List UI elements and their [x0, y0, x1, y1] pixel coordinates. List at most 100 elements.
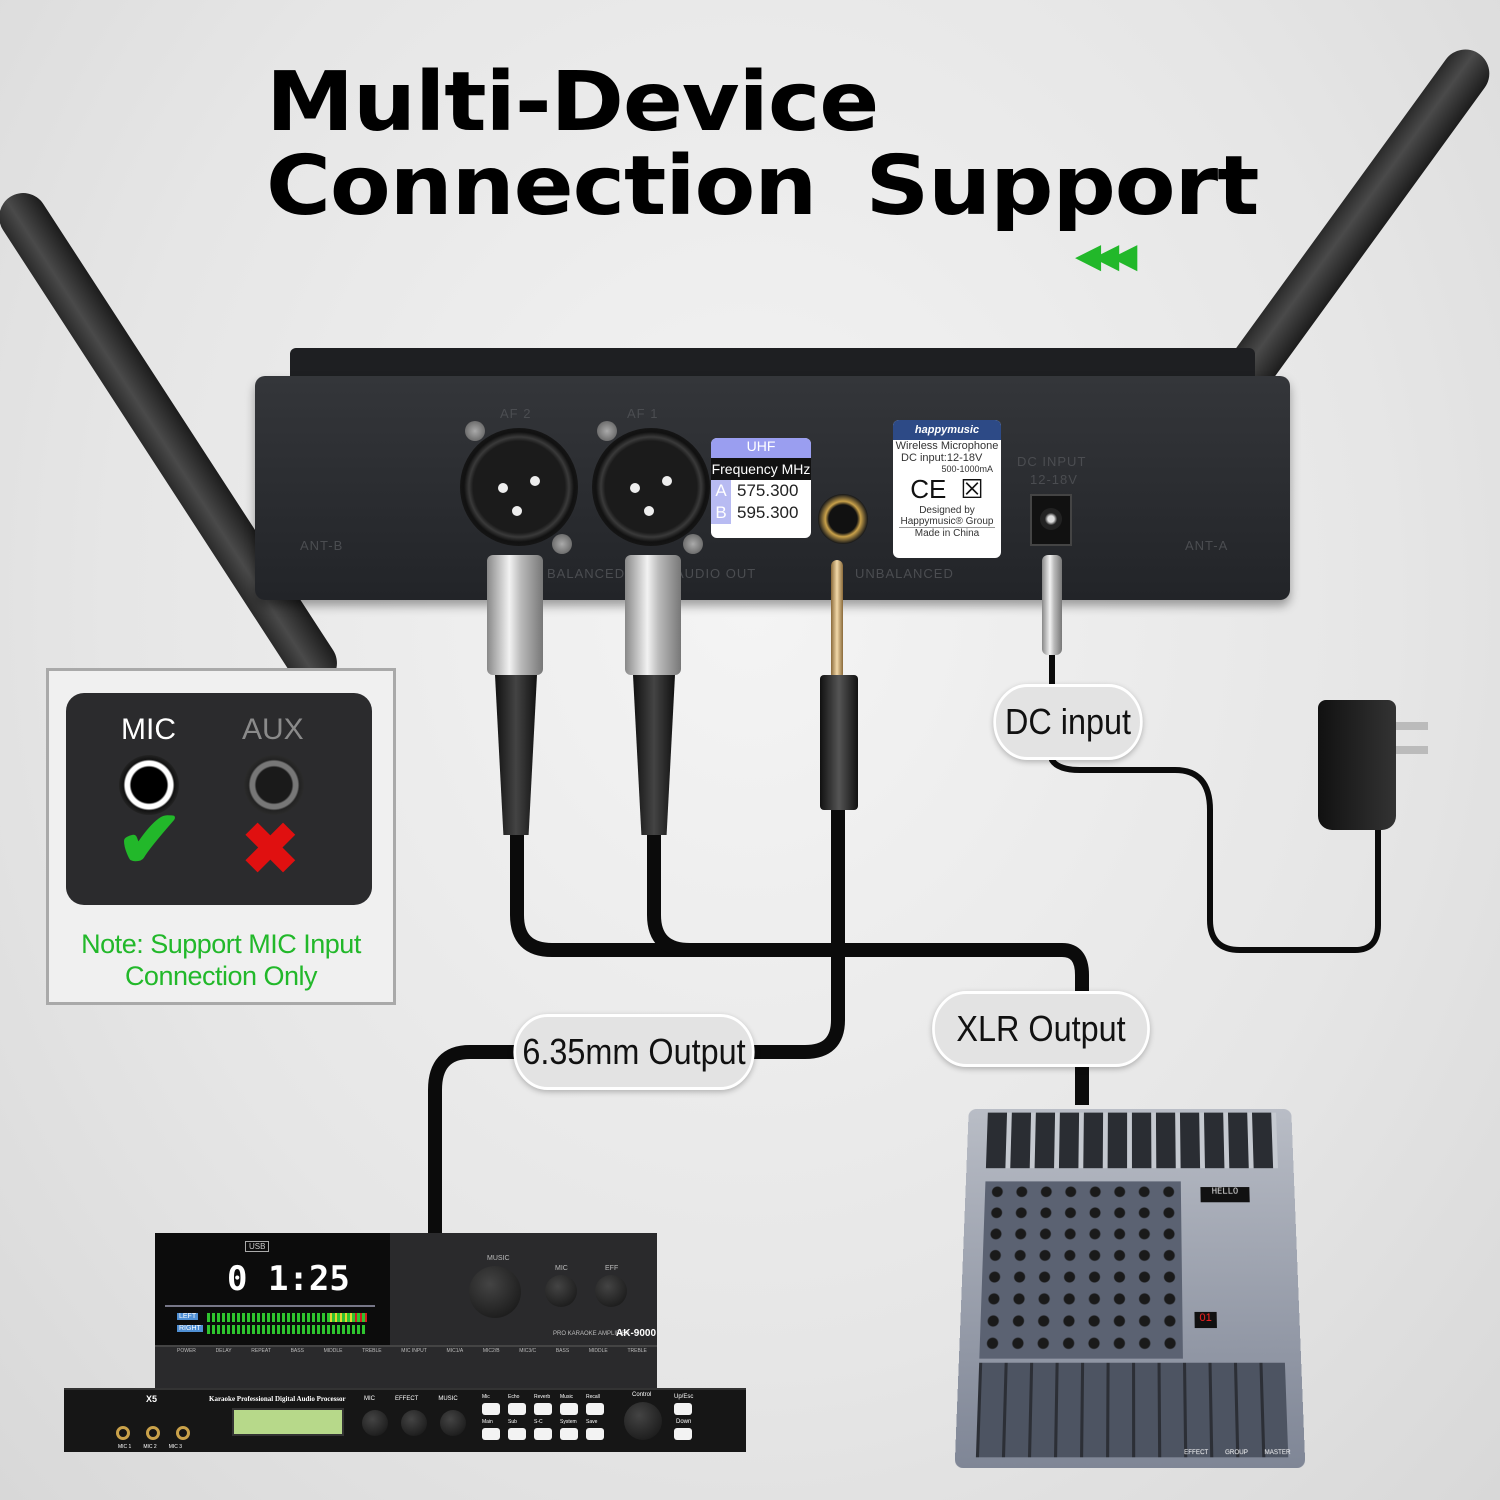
label-635mm-output: 6.35mm Output	[513, 1014, 754, 1090]
knob-label: MIC INPUT	[401, 1348, 427, 1354]
proc-music-knob[interactable]	[440, 1410, 466, 1436]
proc-knob-label: MIC	[364, 1396, 375, 1402]
eff-knob[interactable]	[595, 1275, 627, 1307]
processor-button[interactable]	[586, 1403, 604, 1415]
btn-label: S-C	[534, 1419, 552, 1425]
mic-input-jack[interactable]	[146, 1426, 160, 1440]
vu-meter-right	[207, 1325, 367, 1334]
knob-label: MIC2/B	[483, 1348, 500, 1354]
btn-label: Recall	[586, 1394, 604, 1400]
proc-effect-knob[interactable]	[401, 1410, 427, 1436]
btn-label: Sub	[508, 1419, 526, 1425]
jack-plug-body	[820, 675, 858, 810]
proc-knob-label: MUSIC	[438, 1396, 457, 1402]
processor-button[interactable]	[560, 1403, 578, 1415]
mic-input-jack[interactable]	[176, 1426, 190, 1440]
amp-time: 0 1:25	[227, 1259, 350, 1299]
mic-jack-label: MIC 1	[118, 1444, 131, 1450]
mixer-inputs	[986, 1113, 1278, 1169]
btn-label: Mic	[482, 1394, 500, 1400]
adapter-prongs	[1396, 722, 1428, 730]
processor-button[interactable]	[534, 1428, 552, 1440]
knob-label: MIDDLE	[324, 1348, 343, 1354]
processor-button[interactable]	[482, 1428, 500, 1440]
control-label: Control	[632, 1392, 651, 1398]
cross-icon: ✖	[241, 808, 300, 890]
knob-label: REPEAT	[251, 1348, 271, 1354]
checkmark-icon: ✔	[116, 793, 183, 886]
mixer-display: HELLO	[1200, 1187, 1249, 1202]
label-dc-input: DC input	[993, 684, 1142, 760]
knob-label: MIDDLE	[589, 1348, 608, 1354]
processor-button[interactable]	[586, 1428, 604, 1440]
jack-plug	[831, 560, 843, 680]
down-button[interactable]	[674, 1428, 692, 1440]
btn-label: Save	[586, 1419, 604, 1425]
btn-label: System	[560, 1419, 578, 1425]
control-dial[interactable]	[624, 1402, 662, 1440]
knob-label: DELAY	[216, 1348, 232, 1354]
note-line1: Note: Support MIC Input	[49, 929, 393, 960]
aux-label: AUX	[242, 713, 304, 747]
mic-input-jack[interactable]	[116, 1426, 130, 1440]
knob-label: MIC1/A	[447, 1348, 464, 1354]
knob-label: BASS	[556, 1348, 569, 1354]
jack-panel: MIC AUX ✔ ✖	[66, 693, 372, 905]
amp-knob-row: POWER DELAY REPEAT BASS MIDDLE TREBLE MI…	[177, 1348, 647, 1354]
note-line2: Connection Only	[49, 961, 393, 992]
processor-lcd	[232, 1408, 344, 1436]
eff-label: EFF	[605, 1265, 618, 1272]
btn-label: Music	[560, 1394, 578, 1400]
up-label: Up/Esc	[674, 1394, 693, 1400]
model-name: AK-9000	[616, 1328, 656, 1339]
aux-jack-icon	[244, 755, 304, 815]
mixer-faders	[976, 1363, 1288, 1458]
knob-label: TREBLE	[627, 1348, 646, 1354]
processor-button[interactable]	[482, 1403, 500, 1415]
audio-mixer: HELLO 01 EFFECT GROUP MASTER	[955, 1109, 1306, 1468]
mic-knob-label: MIC	[555, 1265, 568, 1272]
xlr-plug-2	[625, 555, 681, 675]
left-label: LEFT	[177, 1313, 198, 1320]
dc-plug	[1042, 555, 1062, 655]
xlr-plug-1	[487, 555, 543, 675]
btn-label: Main	[482, 1419, 500, 1425]
right-label: RIGHT	[177, 1325, 203, 1332]
mixer-counter: 01	[1194, 1312, 1216, 1328]
music-knob[interactable]	[469, 1266, 521, 1318]
mixer-label: GROUP	[1225, 1450, 1248, 1456]
karaoke-amplifier: USB 0 1:25 LEFT RIGHT MUSIC MIC EFF PRO …	[155, 1233, 657, 1393]
label-xlr-output: XLR Output	[932, 991, 1150, 1067]
mic-knob[interactable]	[545, 1275, 577, 1307]
power-adapter	[1318, 700, 1396, 830]
btn-label: Reverb	[534, 1394, 552, 1400]
digital-audio-processor: X5 Karaoke Professional Digital Audio Pr…	[64, 1388, 746, 1452]
processor-button[interactable]	[560, 1428, 578, 1440]
xlr-cable-2	[654, 830, 690, 950]
proc-knob-label: EFFECT	[395, 1396, 418, 1402]
processor-button[interactable]	[534, 1403, 552, 1415]
btn-label: Echo	[508, 1394, 526, 1400]
mixer-knobs	[979, 1181, 1183, 1358]
music-label: MUSIC	[487, 1255, 510, 1262]
mic-label: MIC	[121, 713, 176, 747]
mic-jack-label: MIC 2	[143, 1444, 156, 1450]
processor-title: Karaoke Professional Digital Audio Proce…	[209, 1395, 346, 1403]
mic-jack-label: MIC 3	[169, 1444, 182, 1450]
mixer-label: MASTER	[1264, 1450, 1290, 1456]
proc-mic-knob[interactable]	[362, 1410, 388, 1436]
down-label: Down	[676, 1419, 691, 1425]
mixer-label: EFFECT	[1184, 1450, 1208, 1456]
vu-meter-left	[207, 1313, 367, 1322]
knob-label: POWER	[177, 1348, 196, 1354]
knob-label: BASS	[291, 1348, 304, 1354]
amp-display: USB 0 1:25 LEFT RIGHT	[155, 1233, 390, 1345]
note-box: MIC AUX ✔ ✖ Note: Support MIC Input Conn…	[46, 668, 396, 1005]
usb-indicator: USB	[245, 1241, 269, 1252]
knob-label: TREBLE	[362, 1348, 381, 1354]
up-button[interactable]	[674, 1403, 692, 1415]
knob-label: MIC3/C	[519, 1348, 536, 1354]
processor-model: X5	[146, 1394, 157, 1404]
processor-button[interactable]	[508, 1403, 526, 1415]
processor-button[interactable]	[508, 1428, 526, 1440]
